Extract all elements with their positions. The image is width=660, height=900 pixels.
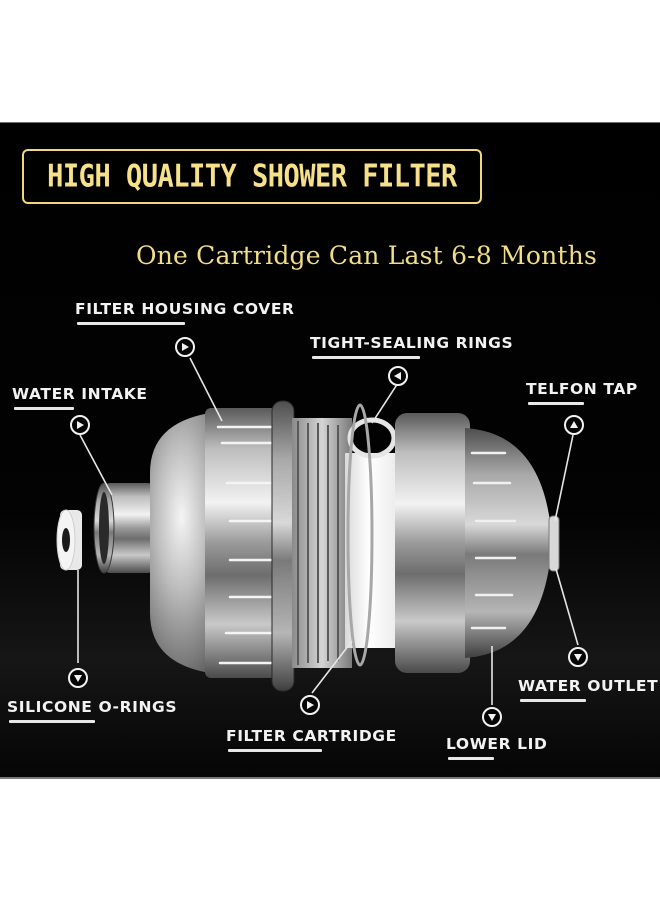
teflon-tap-part [548,515,560,572]
callout-label: FILTER HOUSING COVER [75,300,295,318]
callout-water-intake: WATER INTAKE [12,385,148,410]
callout-water-outlet: WATER OUTLET [518,677,659,702]
arrow-down-icon [68,668,88,688]
arrow-right-icon [70,415,90,435]
underline [312,356,420,359]
callout-label: TELFON TAP [526,380,638,398]
leader-lines [77,357,579,705]
water-intake-part [93,482,154,574]
callout-label: WATER INTAKE [12,385,148,403]
arrow-right-icon [300,695,320,715]
callout-label: WATER OUTLET [518,677,659,695]
lower-lid-part [395,413,552,673]
underline [14,407,74,410]
callout-label: LOWER LID [446,735,548,753]
headline-banner: HIGH QUALITY SHOWER FILTER [22,149,482,204]
silicone-o-ring-part [56,509,82,571]
headline-title: HIGH QUALITY SHOWER FILTER [47,158,457,195]
callout-label: FILTER CARTRIDGE [226,727,397,745]
thread-section [292,418,352,668]
arrow-left-icon [388,366,408,386]
underline [9,720,95,723]
underline [520,699,586,702]
underline [228,749,322,752]
callout-lower-lid: LOWER LID [446,735,548,760]
shower-filter-illustration [56,357,579,705]
arrow-right-icon [175,337,195,357]
callout-tight-sealing-rings: TIGHT-SEALING RINGS [310,334,514,359]
arrow-up-icon [564,415,584,435]
underline [448,757,494,760]
underline [528,402,584,405]
underline [77,322,185,325]
headline-subtitle: One Cartridge Can Last 6-8 Months [136,241,598,270]
filter-housing-cover-part [150,400,295,692]
arrow-down-icon [568,647,588,667]
callout-telfon-tap: TELFON TAP [526,380,638,405]
callout-silicone-o-rings: SILICONE O-RINGS [7,698,178,723]
callout-label: SILICONE O-RINGS [7,698,178,716]
callout-label: TIGHT-SEALING RINGS [310,334,514,352]
callout-filter-housing-cover: FILTER HOUSING COVER [75,300,295,325]
arrow-down-icon [482,707,502,727]
product-diagram-panel: HIGH QUALITY SHOWER FILTER One Cartridge… [0,122,660,779]
tight-sealing-ring-part [346,403,397,667]
callout-filter-cartridge: FILTER CARTRIDGE [226,727,397,752]
